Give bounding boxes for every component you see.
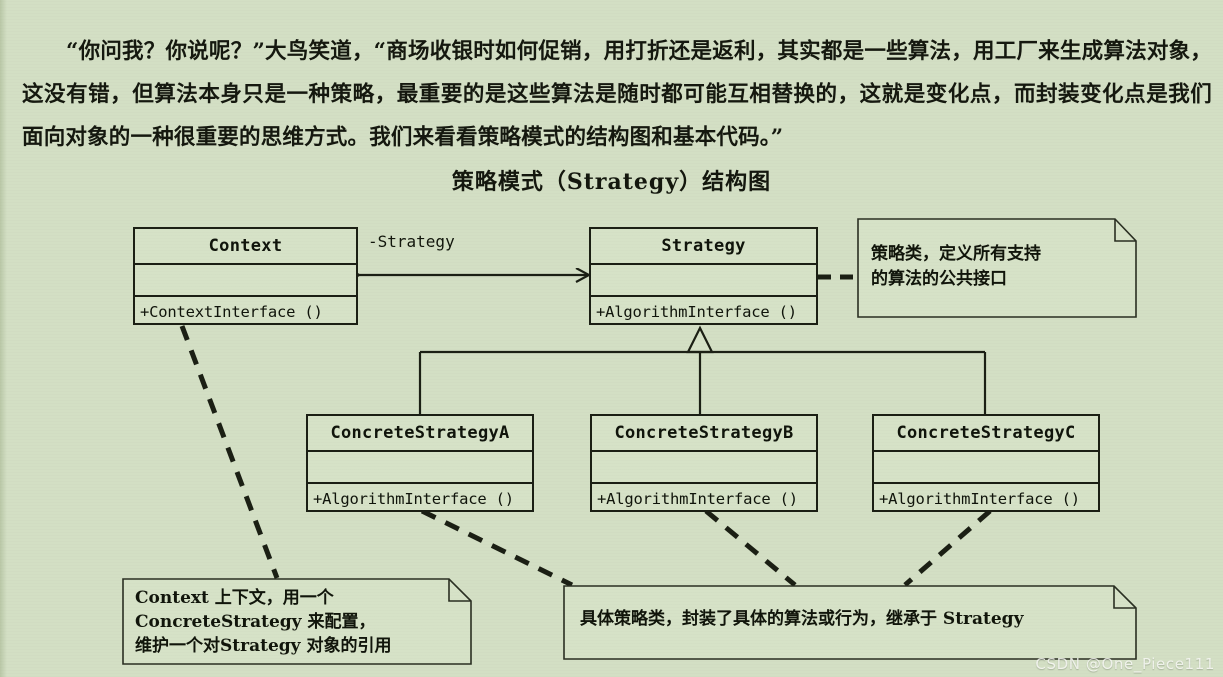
note-anchor-lines	[179, 274, 992, 588]
note-shape-strategy	[857, 218, 1137, 318]
class-attributes-concrete-strategy-a	[308, 452, 532, 484]
class-box-concrete-strategy-a[interactable]: ConcreteStrategyA +AlgorithmInterface ()	[306, 414, 534, 512]
class-attributes-concrete-strategy-b	[592, 452, 816, 484]
class-box-context[interactable]: Context +ContextInterface ()	[133, 227, 358, 325]
association-label-strategy: -Strategy	[368, 232, 455, 251]
note-context[interactable]: Context 上下文，用一个 ConcreteStrategy 来配置， 维护…	[122, 578, 472, 665]
note-shape-context	[122, 578, 472, 665]
note-anchor-concrete-a	[420, 508, 574, 588]
note-folded-corner-icon	[1113, 586, 1136, 609]
class-attributes-context	[135, 265, 356, 297]
class-name-concrete-strategy-b: ConcreteStrategyB	[592, 416, 816, 452]
note-shape-concrete	[563, 585, 1137, 660]
body-paragraph: “你问我？你说呢？”大鸟笑道，“商场收银时如何促销，用打折还是返利，其实都是一些…	[22, 38, 1212, 150]
note-text-strategy: 策略类，定义所有支持 的算法的公共接口	[871, 244, 1041, 289]
class-attributes-strategy	[591, 265, 816, 297]
note-text-concrete-strategies: 具体策略类，封装了具体的算法或行为，继承于 Strategy	[580, 609, 1024, 629]
note-anchor-context	[179, 325, 280, 579]
class-name-context: Context	[135, 229, 356, 265]
note-folded-corner-icon	[448, 579, 471, 602]
note-anchor-concrete-b	[704, 509, 797, 587]
class-operations-context: +ContextInterface ()	[140, 303, 323, 321]
class-name-concrete-strategy-a: ConcreteStrategyA	[308, 416, 532, 452]
class-name-concrete-strategy-c: ConcreteStrategyC	[874, 416, 1098, 452]
generalization-triangle	[686, 325, 714, 354]
generalization-tree	[418, 325, 987, 414]
note-anchor-concrete-c	[903, 509, 992, 587]
note-text-context: Context 上下文，用一个 ConcreteStrategy 来配置， 维护…	[135, 588, 392, 656]
page-left-edge-shadow	[0, 0, 7, 677]
class-attributes-concrete-strategy-c	[874, 452, 1098, 484]
note-strategy[interactable]: 策略类，定义所有支持 的算法的公共接口	[857, 218, 1137, 318]
class-operations-concrete-strategy-c: +AlgorithmInterface ()	[879, 490, 1080, 508]
class-operations-concrete-strategy-b: +AlgorithmInterface ()	[597, 490, 798, 508]
figure-title: 策略模式（Strategy）结构图	[451, 169, 772, 195]
class-operations-concrete-strategy-a: +AlgorithmInterface ()	[313, 490, 514, 508]
class-box-concrete-strategy-c[interactable]: ConcreteStrategyC +AlgorithmInterface ()	[872, 414, 1100, 512]
class-operations-strategy: +AlgorithmInterface ()	[596, 303, 797, 321]
note-concrete-strategies[interactable]: 具体策略类，封装了具体的算法或行为，继承于 Strategy	[563, 585, 1137, 660]
class-box-strategy[interactable]: Strategy +AlgorithmInterface ()	[589, 227, 818, 325]
association-context-strategy	[334, 266, 588, 284]
class-name-strategy: Strategy	[591, 229, 816, 265]
watermark: CSDN @One_Piece111	[1035, 655, 1215, 673]
note-folded-corner-icon	[1114, 219, 1136, 242]
class-box-concrete-strategy-b[interactable]: ConcreteStrategyB +AlgorithmInterface ()	[590, 414, 818, 512]
